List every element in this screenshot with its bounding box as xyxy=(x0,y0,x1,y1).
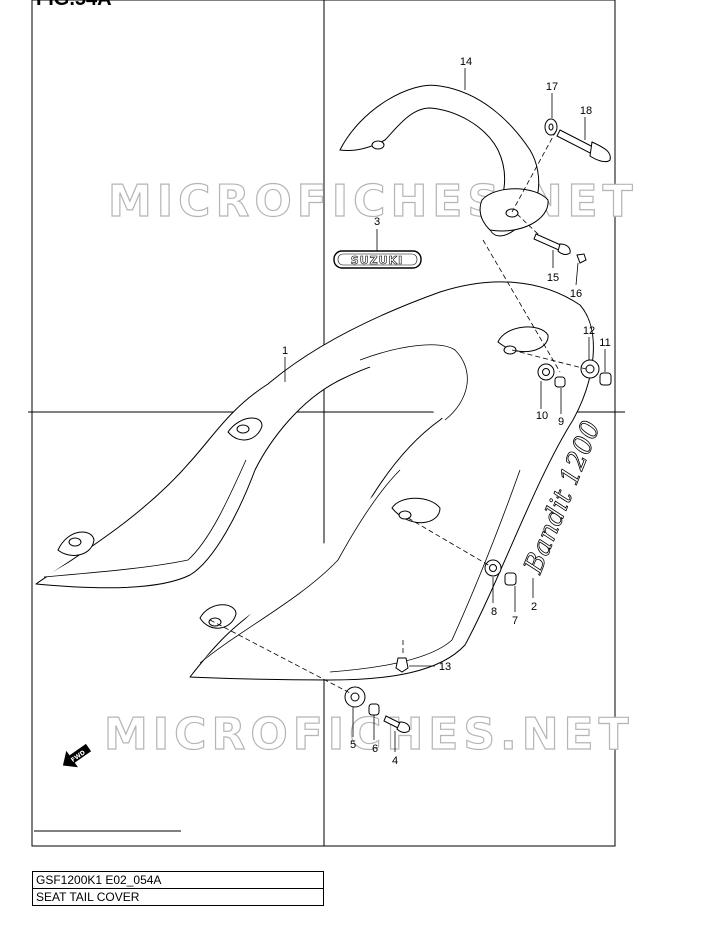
callout-8: 8 xyxy=(491,606,497,618)
bolt-18 xyxy=(556,129,611,163)
leader-lines xyxy=(284,68,606,752)
model-code: GSF1200K1 E02_054A xyxy=(32,871,324,889)
diagram-frame xyxy=(28,0,625,847)
hardware xyxy=(344,118,612,733)
fwd-label: FWD xyxy=(70,749,87,764)
callout-15: 15 xyxy=(547,272,559,284)
info-row-model: GSF1200K1 E02_054A xyxy=(32,871,324,889)
assembly-lines xyxy=(209,130,587,695)
collar-7 xyxy=(504,572,517,586)
callout-17: 17 xyxy=(546,81,558,93)
callout-1: 1 xyxy=(282,345,288,357)
part-description: SEAT TAIL COVER xyxy=(32,888,324,906)
callouts: 1 2 3 4 5 6 7 8 9 10 11 12 13 14 15 16 1… xyxy=(282,56,611,767)
callout-14: 14 xyxy=(460,56,472,68)
callout-6: 6 xyxy=(372,743,378,755)
callout-11: 11 xyxy=(599,337,610,349)
callout-16: 16 xyxy=(570,288,582,300)
emblem-text: SUZUKI xyxy=(351,254,403,267)
watermark-bottom: MICROFICHES.NET xyxy=(104,709,634,760)
seat-tail-cover xyxy=(35,281,594,681)
callout-9: 9 xyxy=(558,416,564,428)
watermark-top: MICROFICHES.NET xyxy=(108,176,638,227)
callout-5: 5 xyxy=(350,739,356,751)
bolt-15 xyxy=(533,233,571,255)
mounting-holes xyxy=(57,326,549,629)
clip-13 xyxy=(395,657,409,673)
callout-10: 10 xyxy=(536,410,548,422)
callout-18: 18 xyxy=(580,105,592,117)
callout-7: 7 xyxy=(512,615,518,627)
callout-4: 4 xyxy=(392,755,398,767)
callout-3: 3 xyxy=(374,216,380,228)
info-row-description: SEAT TAIL COVER xyxy=(32,888,324,906)
collar-6 xyxy=(368,703,380,716)
fwd-arrow-icon: FWD xyxy=(62,743,92,768)
collar-9 xyxy=(554,376,566,388)
bolt-4 xyxy=(383,715,410,733)
nut-16 xyxy=(576,253,587,264)
suzuki-emblem: SUZUKI xyxy=(333,250,422,269)
grab-handle xyxy=(339,84,549,237)
info-table: GSF1200K1 E02_054A SEAT TAIL COVER xyxy=(32,871,324,906)
figure-title: FIG.54A xyxy=(36,0,112,10)
collar-11 xyxy=(599,372,612,386)
callout-13: 13 xyxy=(439,661,451,673)
callout-2: 2 xyxy=(531,601,537,613)
callout-12: 12 xyxy=(583,325,595,337)
